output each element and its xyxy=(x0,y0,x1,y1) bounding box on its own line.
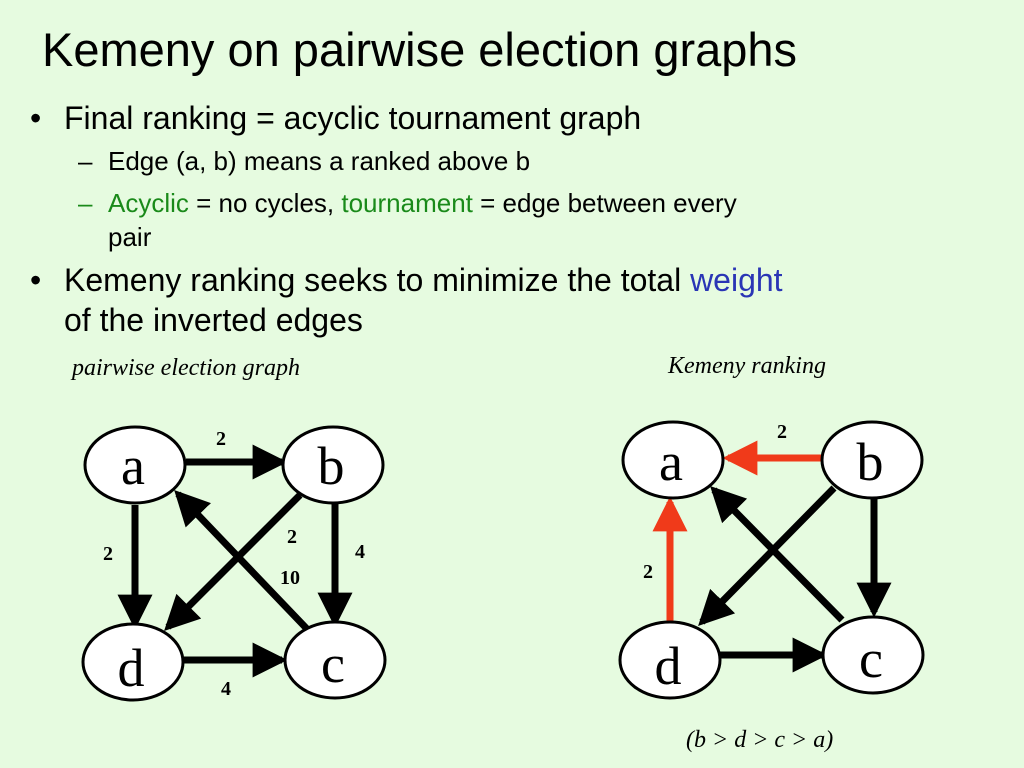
sub-bullet-text: = no cycles, xyxy=(188,188,342,218)
bullet-final-ranking: • Final ranking = acyclic tournament grap… xyxy=(30,100,641,137)
sub-bullet-text: = edge between every xyxy=(472,188,737,218)
node-label: d xyxy=(655,636,682,696)
left-node-d: d xyxy=(81,622,185,702)
right-node-a: a xyxy=(621,420,725,500)
node-label: b xyxy=(857,432,884,492)
left-node-b: b xyxy=(281,425,385,505)
left-node-a: a xyxy=(83,425,187,505)
right-weight-d-a: 2 xyxy=(643,561,653,583)
term-tournament: tournament xyxy=(341,188,473,218)
dash-marker: – xyxy=(78,146,93,176)
node-label: b xyxy=(318,436,345,496)
sub-bullet-acyclic: –Acyclic = no cycles, tournament = edge … xyxy=(78,188,737,219)
right-node-d: d xyxy=(618,620,722,700)
term-acyclic: Acyclic xyxy=(108,188,189,218)
left-weight-d-c: 4 xyxy=(221,678,231,700)
bullet-text: Kemeny ranking seeks to minimize the tot… xyxy=(64,262,691,298)
right-weight-b-a: 2 xyxy=(777,421,787,443)
slide-title: Kemeny on pairwise election graphs xyxy=(42,23,798,76)
kemeny-ranking-order: (b > d > c > a) xyxy=(686,727,834,753)
left-weight-c-a: 10 xyxy=(280,567,300,589)
sub-bullet-continuation: pair xyxy=(108,222,152,252)
left-node-c: c xyxy=(283,620,387,700)
left-graph-caption: pairwise election graph xyxy=(72,355,300,381)
left-weight-b-d: 2 xyxy=(287,526,297,548)
left-weight-a-d: 2 xyxy=(103,543,113,565)
bullet-text: Final ranking = acyclic tournament graph xyxy=(64,100,642,136)
sub-bullet-text: Edge (a, b) means a ranked above b xyxy=(108,146,531,176)
right-graph-caption: Kemeny ranking xyxy=(668,353,826,379)
sub-bullet-edge-meaning: –Edge (a, b) means a ranked above b xyxy=(78,146,530,177)
bullet-marker: • xyxy=(30,262,42,298)
bullet-continuation: of the inverted edges xyxy=(64,302,363,338)
dash-marker: – xyxy=(78,188,93,218)
bullet-marker: • xyxy=(30,100,42,136)
term-weight: weight xyxy=(690,262,783,298)
bullet-kemeny: • Kemeny ranking seeks to minimize the to… xyxy=(30,262,783,299)
node-label: a xyxy=(121,436,145,496)
left-weight-b-c: 4 xyxy=(355,541,365,563)
left-edge-b-d xyxy=(164,492,303,631)
node-label: c xyxy=(859,629,883,689)
node-label: a xyxy=(659,432,683,492)
left-edge-c-a xyxy=(174,489,311,633)
right-edge-c-a xyxy=(710,486,845,623)
node-label: d xyxy=(118,638,145,698)
right-node-c: c xyxy=(821,615,925,695)
right-edge-b-d xyxy=(698,485,837,626)
left-weight-a-b: 2 xyxy=(216,428,226,450)
right-node-b: b xyxy=(820,420,924,500)
node-label: c xyxy=(321,634,345,694)
